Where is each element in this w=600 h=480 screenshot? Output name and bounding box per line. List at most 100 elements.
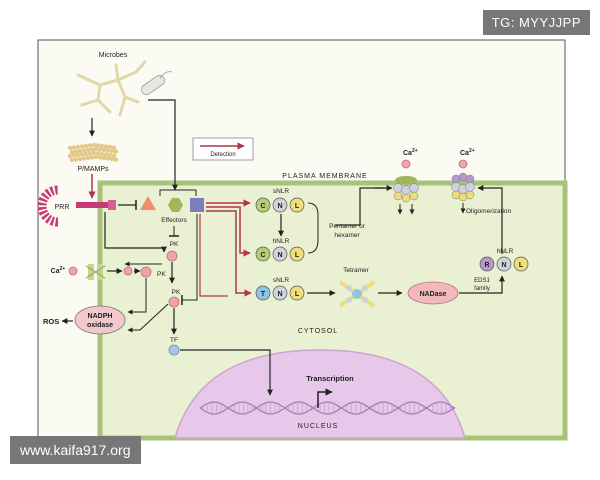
pamp-dot	[103, 152, 109, 157]
cytosol-label: CYTOSOL	[298, 328, 338, 335]
tf-node	[168, 344, 180, 356]
dna-strand	[199, 401, 456, 415]
pamp-dot	[85, 155, 91, 161]
pamp-dot	[67, 145, 73, 151]
ca-ion-res2	[458, 159, 468, 169]
snlr-tnl: T N L	[255, 285, 305, 301]
pamp-dot	[89, 155, 95, 160]
pamp-dot	[85, 147, 91, 153]
pamp-dot	[77, 148, 83, 154]
tetramer-label: Tetramer	[343, 267, 369, 274]
pamp-dot	[71, 153, 77, 158]
watermark-bottom-left: www.kaifa917.org	[10, 436, 141, 464]
effector-inhibit-pk2	[182, 214, 198, 301]
ca-label-res1: Ca2+	[403, 148, 418, 157]
pmamps-dots	[67, 142, 119, 163]
pamp-dot	[99, 143, 105, 149]
pamp-dot	[69, 157, 75, 163]
prr-to-pk-arrow	[104, 212, 167, 253]
eds1-label-2: family	[474, 286, 490, 292]
prr-label: PRR	[55, 204, 70, 211]
pamp-dot	[97, 155, 103, 160]
pk-node-1	[166, 250, 178, 262]
nadase	[407, 281, 459, 305]
detection-arrow-3	[206, 210, 252, 297]
pamp-dot	[93, 154, 99, 160]
svg-text:T: T	[261, 291, 266, 298]
pamp-dot	[79, 144, 85, 149]
detection-arrow-2	[206, 206, 251, 257]
svg-text:N: N	[277, 252, 282, 259]
prr-receptor	[37, 185, 116, 227]
pk-label-1: PK	[170, 241, 179, 248]
pamp-dot	[89, 147, 95, 152]
dna-helix	[199, 401, 456, 415]
pamp-dot	[113, 157, 119, 162]
bacterium	[141, 71, 173, 95]
transcription-label: Transcription	[306, 374, 354, 383]
watermark-top-right: TG: MYYJJPP	[482, 10, 590, 35]
pamp-dot	[109, 156, 115, 162]
ca-label-res2: Ca2+	[460, 148, 475, 157]
pamp-dot	[105, 148, 111, 153]
pamp-dot	[81, 156, 87, 161]
svg-text:L: L	[295, 252, 300, 259]
effector-triangle	[140, 196, 156, 210]
pk-node-ca	[140, 266, 152, 278]
pamp-dot	[87, 151, 93, 156]
pamp-dot	[93, 146, 99, 152]
pamp-dot	[79, 152, 85, 157]
pamp-dot	[101, 147, 107, 153]
nadph-label-2: oxidase	[87, 322, 113, 329]
tf-to-dna-arrow	[180, 349, 273, 396]
nucleus-label: NUCLEUS	[298, 423, 338, 430]
pamp-dot	[99, 151, 105, 157]
nadph-label-1: NADPH	[88, 313, 113, 320]
pamp-dot	[91, 142, 97, 148]
snlr-label-1: sNLR	[273, 188, 290, 195]
plasma-membrane-label: PLASMA MEMBRANE	[282, 173, 367, 180]
pamp-dot	[103, 144, 109, 149]
pamp-dot	[107, 152, 113, 158]
pamp-dot	[97, 147, 103, 152]
svg-text:N: N	[277, 291, 282, 298]
hnlr-label-1: hNLR	[273, 238, 290, 245]
effector-hexagon	[168, 198, 183, 212]
pk2-to-nadph-arrow	[127, 303, 169, 333]
pamp-dot	[107, 144, 113, 150]
pamp-dot	[71, 145, 77, 150]
nadase-to-hnlr-arrow	[459, 275, 505, 294]
svg-text:L: L	[295, 203, 300, 210]
nucleus	[174, 349, 466, 439]
microbes-label: Microbes	[99, 52, 128, 59]
svg-text:L: L	[519, 262, 524, 269]
hnlr-cnl: C N L	[255, 246, 305, 262]
svg-text:N: N	[501, 262, 506, 269]
ca-ion-inside	[123, 266, 133, 276]
pamp-dot	[91, 150, 97, 156]
snlr-label-2: sNLR	[273, 277, 290, 284]
pamp-dot	[83, 151, 89, 157]
pamp-dot	[109, 148, 115, 154]
effectors-label: Effectors	[161, 217, 187, 224]
pamp-dot	[95, 143, 101, 148]
pmamps-label: P/MAMPs	[77, 166, 109, 173]
fungus-hyphae	[76, 60, 147, 117]
pk-label-ca: PK	[157, 271, 166, 278]
pamp-dot	[83, 143, 89, 149]
pk-ca-to-nadph-arrow	[127, 278, 147, 315]
pamp-dot	[105, 156, 111, 161]
pentamer-label-2: hexamer	[334, 232, 360, 239]
microbe-to-effectors-arrow	[148, 99, 178, 191]
pk-label-2: PK	[172, 289, 181, 296]
svg-text:C: C	[260, 203, 265, 210]
svg-text:C: C	[260, 252, 265, 259]
ros-label: ROS	[43, 317, 59, 326]
nadph-oxidase	[74, 305, 126, 335]
detection-arrow-4	[199, 214, 228, 297]
pamp-dot	[111, 153, 117, 158]
dna-strand	[199, 401, 456, 415]
pamp-dot	[111, 145, 117, 150]
legend-detection-label: Detection	[210, 152, 235, 158]
pamp-dot	[95, 151, 101, 156]
